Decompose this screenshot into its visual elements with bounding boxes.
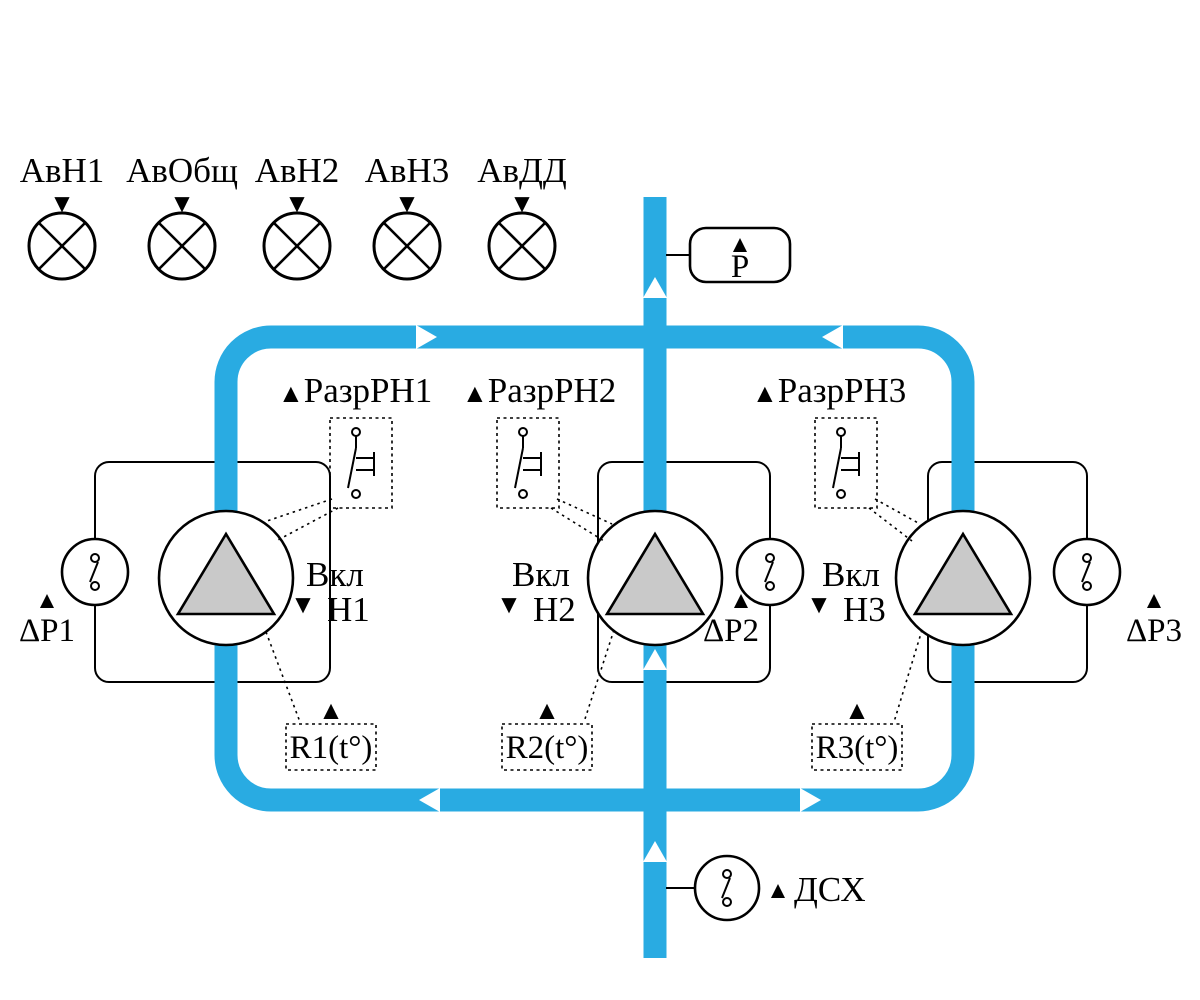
down-marker-icon: ▼ (509, 189, 535, 218)
permit-relay-3-icon (814, 417, 878, 509)
alarm-lamp-label: АвН3 (365, 151, 450, 190)
pressure-sensor-icon (666, 226, 792, 284)
temp-sensor-3-box (811, 723, 903, 771)
pump-n2-icon (586, 509, 724, 647)
down-marker-icon: ▼ (806, 590, 832, 619)
dry-run-sensor-label: ДСХ (794, 870, 866, 909)
up-marker-icon: ▲ (728, 232, 752, 258)
dp-sensor-2-icon (735, 537, 805, 607)
up-marker-icon: ▲ (35, 588, 59, 614)
temp-sensor-2-label: R2(t°) (506, 730, 589, 766)
dry-run-sensor-icon (666, 854, 761, 922)
alarm-lamp-label: АвДД (477, 151, 567, 190)
pumps (157, 509, 1032, 647)
pump-on-label: Вкл (306, 555, 364, 594)
permit-relay-1-icon (329, 417, 393, 509)
dp-sensor-3-icon (1052, 537, 1122, 607)
alarm-lamp-icon (262, 211, 332, 281)
dp-sensor-3-label: ΔР3 (1126, 613, 1182, 649)
alarm-lamp-icon (27, 211, 97, 281)
relay-pump-links (266, 498, 921, 542)
up-marker-icon: ▲ (318, 696, 344, 725)
down-marker-icon: ▼ (290, 590, 316, 619)
permit-relay-2-icon (496, 417, 560, 509)
flow-arrow-up-icon (643, 841, 667, 862)
up-marker-icon: ▲ (534, 696, 560, 725)
flow-arrow-left-icon (419, 788, 440, 812)
dp-sensor-1-label: ΔР1 (19, 613, 75, 649)
alarm-lamps (27, 211, 557, 281)
temp-sensor-1-box (285, 723, 377, 771)
alarm-lamp-icon (372, 211, 442, 281)
flow-arrow-left-icon (822, 325, 843, 349)
pump-name-label: Н2 (533, 590, 576, 629)
alarm-lamp-label: АвН2 (255, 151, 340, 190)
down-marker-icon: ▼ (394, 189, 420, 218)
down-marker-icon: ▼ (496, 590, 522, 619)
up-marker-icon: ▲ (844, 696, 870, 725)
up-marker-icon: ▲ (1142, 588, 1166, 614)
flow-arrows (416, 277, 843, 862)
pump-n1-icon (157, 509, 295, 647)
pump-n3-icon (894, 509, 1032, 647)
down-marker-icon: ▼ (284, 189, 310, 218)
temp-sensor-1-label: R1(t°) (290, 730, 373, 766)
up-marker-icon: ▲ (766, 878, 790, 904)
alarm-lamp-label: АвН1 (20, 151, 105, 190)
alarm-lamp-label: АвОбщ (126, 151, 238, 190)
permit-relay-2-label: ▲РазрРН2 (462, 371, 616, 410)
temp-sensor-3-label: R3(t°) (816, 730, 899, 766)
flow-arrow-right-icon (800, 788, 821, 812)
dp-sensor-2-label: ΔР2 (703, 613, 759, 649)
dp-sensor-1-icon (60, 537, 130, 607)
permit-relay-1-label: ▲РазрРН1 (278, 371, 432, 410)
pump-on-label: Вкл (512, 555, 570, 594)
permit-relay-3-label: ▲РазрРН3 (752, 371, 906, 410)
flow-arrow-up-icon (643, 649, 667, 670)
pump-name-label: Н1 (327, 590, 370, 629)
up-marker-icon: ▲ (729, 588, 753, 614)
alarm-lamp-icon (147, 211, 217, 281)
temp-sensor-2-box (501, 723, 593, 771)
down-marker-icon: ▼ (49, 189, 75, 218)
flow-arrow-up-icon (643, 277, 667, 298)
pump-on-label: Вкл (822, 555, 880, 594)
pressure-sensor-label: Р (731, 249, 749, 285)
flow-arrow-right-icon (416, 325, 437, 349)
pump-name-label: Н3 (843, 590, 886, 629)
temp-sensor-boxes (265, 629, 923, 771)
alarm-lamp-icon (487, 211, 557, 281)
down-marker-icon: ▼ (169, 189, 195, 218)
